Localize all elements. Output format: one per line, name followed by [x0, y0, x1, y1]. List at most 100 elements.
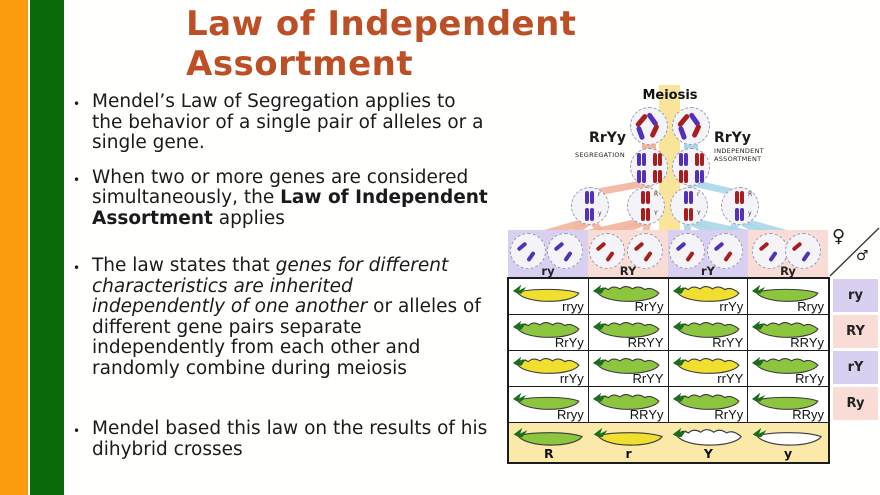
- chromosome-bar: [685, 250, 695, 263]
- allele-letter: r: [598, 191, 601, 198]
- chromosome-bar: [595, 241, 607, 252]
- allele-label: R: [544, 446, 554, 461]
- genotype-label: rrYY: [717, 371, 744, 386]
- punnett-cell: RrYy: [588, 279, 669, 315]
- chromosome-bar: [723, 250, 733, 263]
- chromosome-bar: [713, 241, 725, 252]
- metaphase-cell: [630, 148, 668, 186]
- chromosome-bar: [642, 170, 646, 183]
- punnett-cell: RRYy: [588, 387, 669, 423]
- genotype-label: RRyy: [792, 407, 824, 422]
- chromosome-bar: [637, 170, 641, 183]
- chromosome-bar: [553, 241, 565, 252]
- chromosome-bar: [590, 208, 594, 221]
- genotype-label: RrYy: [714, 407, 744, 422]
- bullet-run: Law of Independent Assortment: [92, 187, 488, 229]
- parent-cell: [672, 107, 710, 145]
- genotype-label: RRYy: [629, 407, 664, 422]
- chromosome-bar: [585, 191, 589, 204]
- punnett-cell: rryy: [509, 279, 589, 315]
- chromosome-bar: [642, 153, 646, 166]
- chromosome-bar: [695, 153, 699, 166]
- chromosome-bar: [740, 208, 744, 221]
- allele-letter: R: [654, 191, 659, 198]
- allele-label: y: [784, 446, 793, 461]
- parent-cell: [630, 107, 668, 145]
- bullet-text: Mendel based this law on the results of …: [92, 418, 491, 460]
- chromosome-bar: [700, 170, 704, 183]
- chromosome-bar: [740, 191, 744, 204]
- chromosome-bar: [684, 170, 688, 183]
- chromosome-bar: [700, 153, 704, 166]
- punnett-cell: rrYY: [668, 351, 749, 387]
- chromosome-bar: [801, 250, 811, 263]
- punnett-cell: RrYy: [668, 387, 749, 423]
- legend-item: r: [589, 425, 669, 460]
- bullet-item: • Mendel’s Law of Segregation applies to …: [73, 91, 493, 154]
- chromosome-bar: [695, 170, 699, 183]
- bullet-run: or alleles of different gene pairs separ…: [92, 296, 481, 379]
- bullet-run: Mendel’s Law of Segregation applies to t…: [92, 91, 484, 153]
- punnett-cell: rrYy: [668, 279, 749, 315]
- chromosome-bar: [768, 250, 778, 263]
- accent-bar-green: [30, 0, 64, 495]
- genotype-label: RRYY: [627, 335, 664, 350]
- bullet-marker: •: [73, 97, 81, 111]
- chromosome-bar: [516, 241, 528, 252]
- chromosome-bar: [658, 153, 662, 166]
- row-header-ry: ry: [833, 279, 878, 312]
- punnett-cell: RRYy: [748, 315, 828, 351]
- title-line-2: Assortment: [186, 44, 414, 84]
- bullet-run: applies: [212, 207, 285, 229]
- accent-bar-orange: [0, 0, 28, 495]
- bullet-text: The law states that genes for different …: [92, 255, 491, 379]
- page-title: Law of Independent Assortment: [186, 4, 577, 84]
- male-symbol: ♂: [856, 248, 869, 264]
- bullet-text: When two or more genes are considered si…: [92, 166, 491, 230]
- row-header-rY: rY: [833, 351, 878, 384]
- gamete-cell: [627, 233, 663, 269]
- bullet-item: • The law states that genes for differen…: [73, 255, 493, 379]
- allele-letter: r: [697, 191, 700, 198]
- title-line-1: Law of Independent: [186, 4, 577, 44]
- chromosome-bar: [590, 191, 594, 204]
- row-header-Ry: Ry: [833, 387, 878, 420]
- chromosome-bar: [684, 153, 688, 166]
- chromosome-bar: [677, 125, 688, 141]
- metaphase-cell: [672, 148, 710, 186]
- genotype-label: RrYy: [554, 335, 584, 350]
- punnett-cell: RrYy: [748, 351, 828, 387]
- punnett-cell: RRyy: [748, 387, 828, 423]
- gamete-cell: [752, 233, 788, 269]
- chromosome-bar: [684, 208, 688, 221]
- allele-letter: y: [598, 210, 602, 217]
- row-header-RY: RY: [833, 315, 878, 348]
- chromosome-bar: [605, 250, 615, 263]
- chromosome-bar: [646, 208, 650, 221]
- chromosome-bar: [635, 125, 646, 141]
- gamete-label: RY: [619, 264, 637, 278]
- bullet-run: When two or more genes are considered si…: [92, 166, 469, 208]
- chromosome-bar: [641, 208, 645, 221]
- punnett-cell: rrYy: [509, 351, 589, 387]
- gamete-label: Ry: [780, 264, 796, 278]
- bullet-run: Mendel based this law on the results of …: [92, 418, 488, 460]
- allele-letter: Y: [697, 210, 701, 217]
- chromosome-bar: [641, 191, 645, 204]
- chromosome-bar: [653, 170, 657, 183]
- legend-item: y: [748, 425, 828, 460]
- bullet-run: genes for different characteristics are …: [92, 255, 449, 317]
- chromosome-bar: [643, 250, 653, 263]
- chromosome-bar: [653, 153, 657, 166]
- chromosome-bar: [691, 123, 702, 139]
- punnett-cell: Rryy: [509, 387, 589, 423]
- chromosome-bar: [679, 153, 683, 166]
- chromosome-bar: [735, 191, 739, 204]
- punnett-cell: RrYY: [668, 315, 749, 351]
